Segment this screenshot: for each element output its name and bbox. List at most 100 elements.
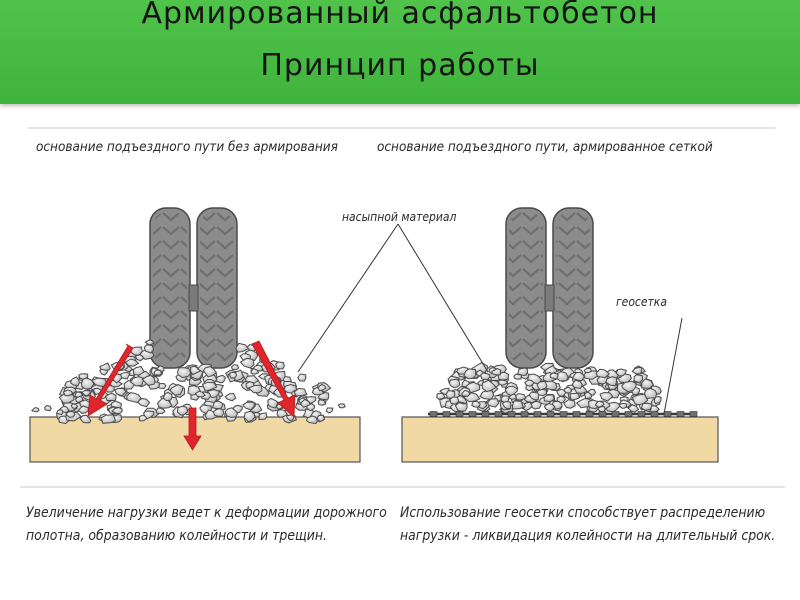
geogrid-node bbox=[481, 411, 490, 417]
gravel-stone bbox=[169, 383, 184, 396]
gravel-stone bbox=[511, 400, 524, 410]
soil-right bbox=[401, 416, 719, 463]
gravel-pile-right bbox=[436, 362, 662, 414]
gravel-stone bbox=[243, 410, 256, 423]
gravel-stone bbox=[231, 364, 240, 371]
gravel-stone bbox=[575, 397, 593, 409]
geogrid-node bbox=[676, 411, 685, 417]
gravel-stone bbox=[536, 388, 548, 397]
gravel-stone bbox=[491, 368, 502, 376]
gravel-stone bbox=[129, 376, 145, 387]
geogrid-node bbox=[624, 411, 633, 417]
gravel-stone bbox=[91, 377, 108, 388]
gravel-stone bbox=[461, 389, 471, 397]
gravel-stone bbox=[141, 374, 156, 386]
gravel-stone bbox=[224, 407, 239, 418]
gravel-stone bbox=[653, 395, 662, 405]
description-right-line2: нагрузки - ликвидация колейности на длит… bbox=[400, 528, 776, 544]
geogrid-node bbox=[429, 411, 438, 417]
label-geogrid: геосетка bbox=[616, 295, 667, 309]
gravel-stone bbox=[599, 391, 614, 402]
gravel-stone bbox=[126, 392, 142, 404]
geogrid-node bbox=[468, 411, 477, 417]
gravel-stone bbox=[615, 368, 627, 377]
gravel-stone bbox=[463, 368, 477, 380]
gravel-stone bbox=[74, 395, 84, 404]
gravel-stone bbox=[111, 406, 123, 415]
gravel-stone bbox=[543, 394, 555, 403]
geogrid-layer bbox=[428, 411, 698, 417]
gravel-stone bbox=[316, 414, 326, 422]
gravel-stone bbox=[276, 409, 289, 419]
gravel-stone bbox=[583, 367, 593, 374]
gravel-stone bbox=[515, 393, 527, 401]
geogrid-node bbox=[546, 411, 555, 417]
gravel-stone bbox=[242, 401, 255, 411]
gravel-stone bbox=[239, 357, 255, 369]
gravel-stone bbox=[449, 396, 460, 405]
geogrid-node bbox=[572, 411, 581, 417]
geogrid-node bbox=[533, 411, 542, 417]
gravel-stone bbox=[497, 379, 509, 386]
gravel-stone bbox=[31, 407, 40, 413]
gravel-stone bbox=[201, 381, 218, 392]
geogrid-node bbox=[637, 411, 646, 417]
arrow-down bbox=[183, 407, 202, 451]
gravel-stone bbox=[275, 361, 285, 370]
geogrid-node bbox=[585, 411, 594, 417]
description-right: Использование геосетки способствует расп… bbox=[400, 502, 775, 548]
gravel-stone bbox=[247, 384, 263, 394]
geogrid-node bbox=[494, 411, 503, 417]
gravel-stone bbox=[77, 405, 90, 414]
gravel-stone bbox=[62, 389, 74, 397]
gravel-stone bbox=[142, 410, 155, 420]
label-fill-material: насыпной материал bbox=[342, 210, 457, 224]
gravel-stone bbox=[79, 414, 92, 424]
geogrid-node bbox=[507, 411, 516, 417]
gravel-stone bbox=[571, 371, 585, 382]
tire-right-reinforced bbox=[505, 207, 594, 369]
slide-title-line1: Армированный асфальтобетон bbox=[141, 0, 659, 31]
gravel-stone bbox=[267, 397, 279, 409]
gravel-stone bbox=[224, 392, 237, 402]
gravel-stone bbox=[481, 379, 497, 393]
gravel-stone bbox=[81, 389, 91, 397]
geogrid-node bbox=[455, 411, 464, 417]
gravel-stone bbox=[501, 400, 512, 410]
gravel-stone bbox=[99, 362, 111, 371]
gravel-stone bbox=[436, 392, 446, 400]
gravel-stone bbox=[212, 407, 225, 418]
geogrid-node bbox=[598, 411, 607, 417]
gravel-stone bbox=[588, 399, 600, 410]
gravel-stone bbox=[100, 414, 117, 424]
geogrid-node bbox=[663, 411, 672, 417]
geogrid-node bbox=[520, 411, 529, 417]
gravel-stone bbox=[569, 392, 581, 401]
gravel-stone bbox=[143, 344, 155, 354]
tire-left-unreinforced bbox=[149, 207, 238, 369]
gravel-stone bbox=[235, 342, 250, 353]
gravel-stone bbox=[504, 385, 518, 397]
gravel-stone bbox=[176, 405, 189, 416]
gravel-stone bbox=[114, 387, 127, 397]
gravel-stone bbox=[144, 339, 155, 346]
gravel-stone bbox=[299, 398, 311, 408]
gravel-stone bbox=[487, 398, 500, 408]
gravel-stone bbox=[633, 374, 644, 384]
gravel-stone bbox=[627, 404, 640, 413]
gravel-stone bbox=[317, 383, 327, 392]
gravel-stone bbox=[153, 369, 163, 376]
gravel-stone bbox=[618, 402, 628, 409]
gravel-stone bbox=[104, 392, 117, 402]
gravel-stone bbox=[211, 400, 224, 410]
gravel-stone bbox=[132, 365, 145, 376]
gravel-stone bbox=[454, 402, 468, 412]
gravel-stone bbox=[549, 372, 559, 380]
gravel-stone bbox=[293, 387, 308, 397]
gravel-stone bbox=[317, 399, 327, 406]
gravel-stone bbox=[480, 372, 491, 381]
gravel-stone bbox=[70, 403, 79, 410]
description-left-line1: Увеличение нагрузки ведет к деформации д… bbox=[26, 505, 387, 521]
gravel-stone bbox=[56, 409, 64, 416]
